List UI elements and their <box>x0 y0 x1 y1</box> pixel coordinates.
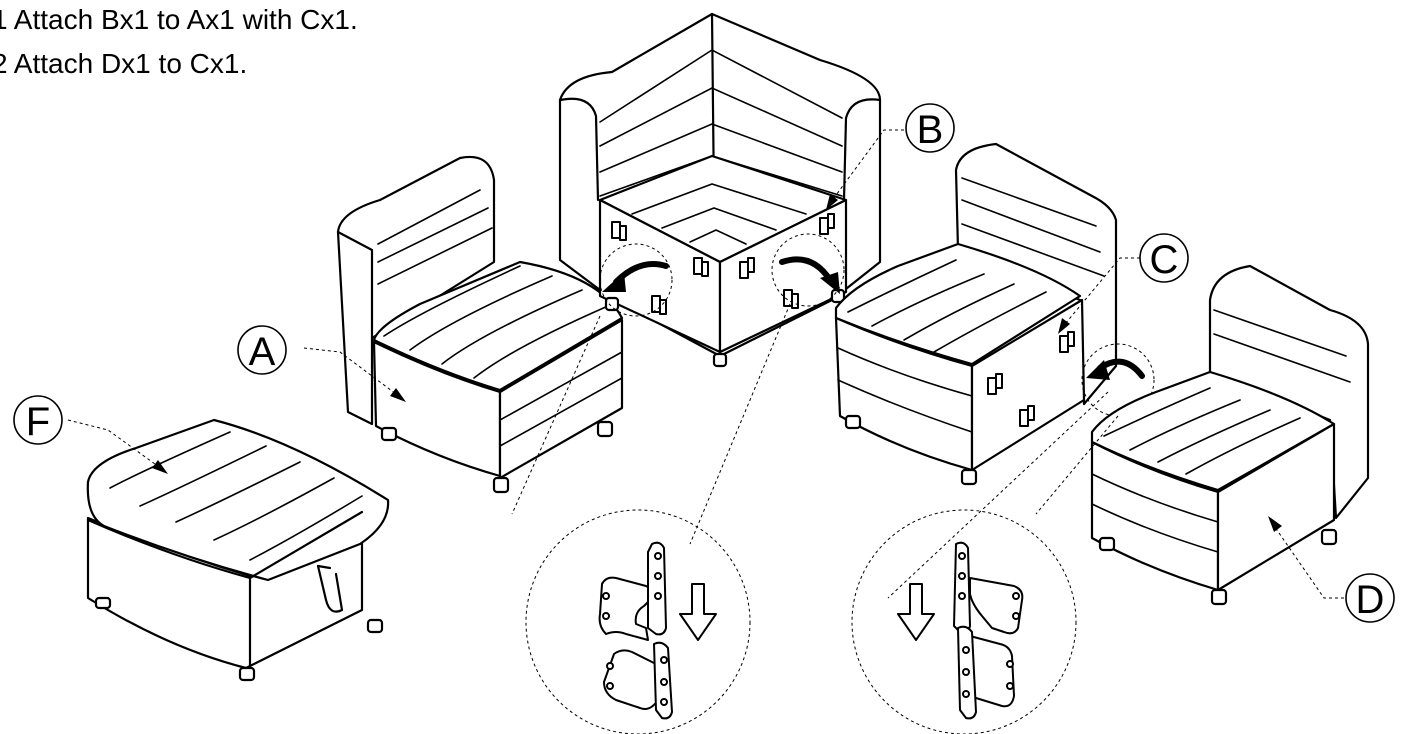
instruction-step-2: 2 Attach Dx1 to Cx1. <box>0 48 248 79</box>
seat-a <box>336 155 624 494</box>
label-c-text: C <box>1150 238 1179 282</box>
corner-seat-b <box>558 12 882 368</box>
bracket-b2 <box>693 257 709 277</box>
label-c: C <box>1139 233 1189 283</box>
label-a-text: A <box>249 330 276 374</box>
bracket-b4 <box>819 213 835 235</box>
bracket-c2 <box>987 373 1003 395</box>
label-d-text: D <box>1356 578 1385 622</box>
label-f-text: F <box>26 400 50 444</box>
bracket-b6 <box>783 289 799 309</box>
label-b: B <box>905 103 955 153</box>
bracket-b1 <box>611 221 627 241</box>
bracket-c3 <box>1019 405 1035 427</box>
ottoman-f <box>86 418 390 682</box>
label-f: F <box>13 395 63 445</box>
bracket-c1 <box>1059 331 1075 353</box>
seat-c <box>834 142 1155 486</box>
detail-right <box>851 391 1119 734</box>
seat-d <box>1090 264 1370 606</box>
label-a: A <box>237 325 287 375</box>
bracket-b5 <box>651 295 667 315</box>
label-d: D <box>1345 573 1395 623</box>
label-b-text: B <box>917 108 944 152</box>
bracket-b3 <box>739 257 755 279</box>
instruction-step-1: 1 Attach Bx1 to Ax1 with Cx1. <box>0 4 358 35</box>
detail-left <box>511 303 791 734</box>
